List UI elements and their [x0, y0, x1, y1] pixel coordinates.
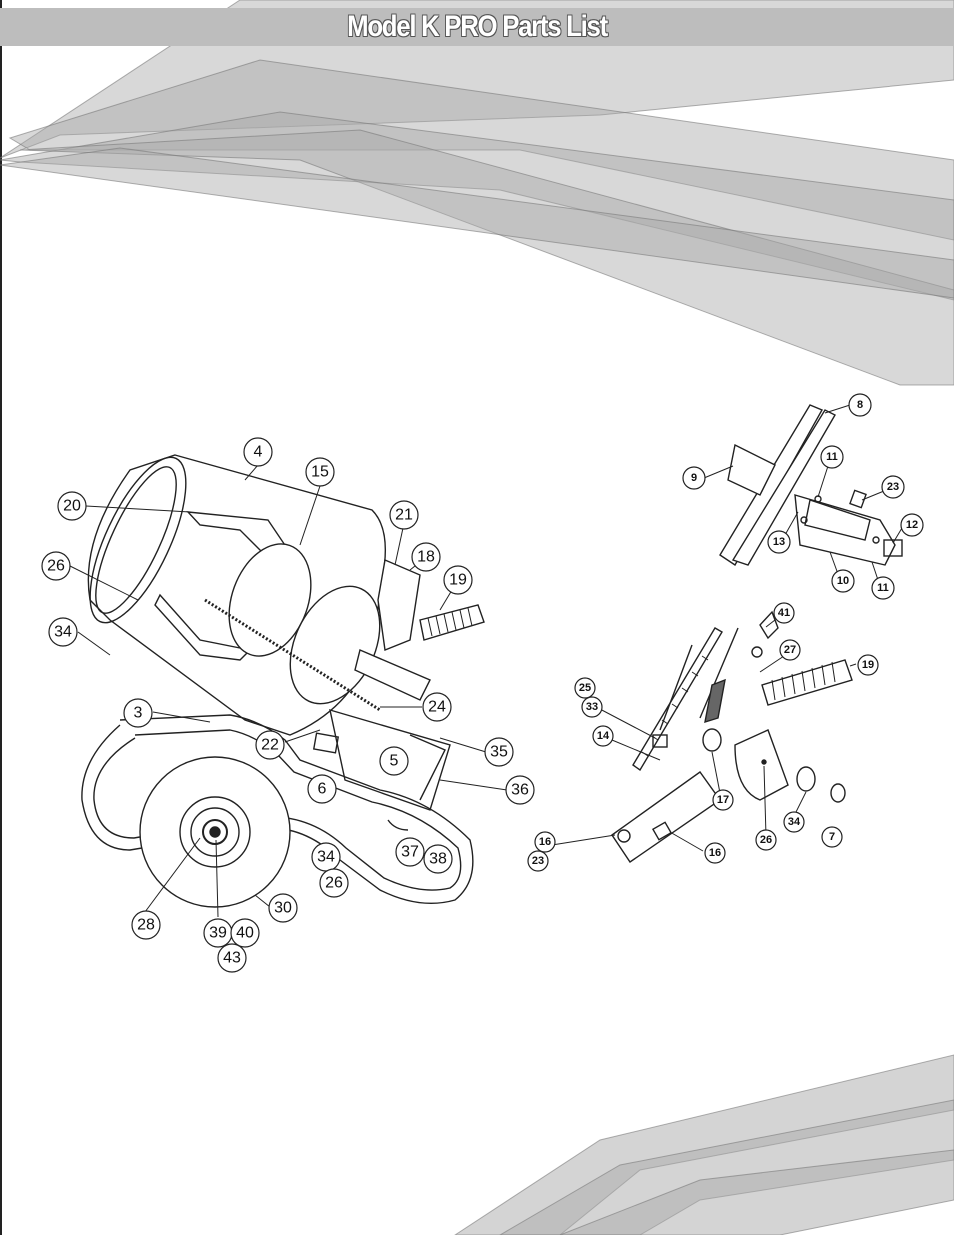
part-callout: 7 [822, 827, 842, 847]
part-callout: 33 [582, 697, 602, 717]
part-callout: 23 [528, 851, 548, 871]
callout-number: 14 [597, 730, 610, 742]
callout-number: 17 [717, 794, 729, 806]
part-callout: 16 [535, 832, 555, 852]
part-callout: 34 [784, 812, 804, 832]
part-callout: 19 [858, 655, 878, 675]
callout-number: 16 [709, 847, 721, 859]
part-callout: 27 [780, 640, 800, 660]
callout-number: 16 [539, 836, 551, 848]
callout-number: 41 [778, 607, 790, 619]
callout-number: 27 [784, 644, 796, 656]
part-callout: 25 [575, 678, 595, 698]
callout-number: 34 [788, 816, 801, 828]
callout-number: 33 [586, 701, 598, 713]
callout-number: 25 [579, 682, 591, 694]
part-callout: 41 [774, 603, 794, 623]
part-callout: 14 [593, 726, 613, 746]
part-callout: 16 [705, 843, 725, 863]
part-callout: 17 [713, 790, 733, 810]
callout-number: 19 [862, 659, 874, 671]
callout-number: 7 [829, 831, 835, 843]
part-callout: 26 [756, 830, 776, 850]
callout-number: 23 [532, 855, 544, 867]
callout-number: 26 [760, 834, 772, 846]
